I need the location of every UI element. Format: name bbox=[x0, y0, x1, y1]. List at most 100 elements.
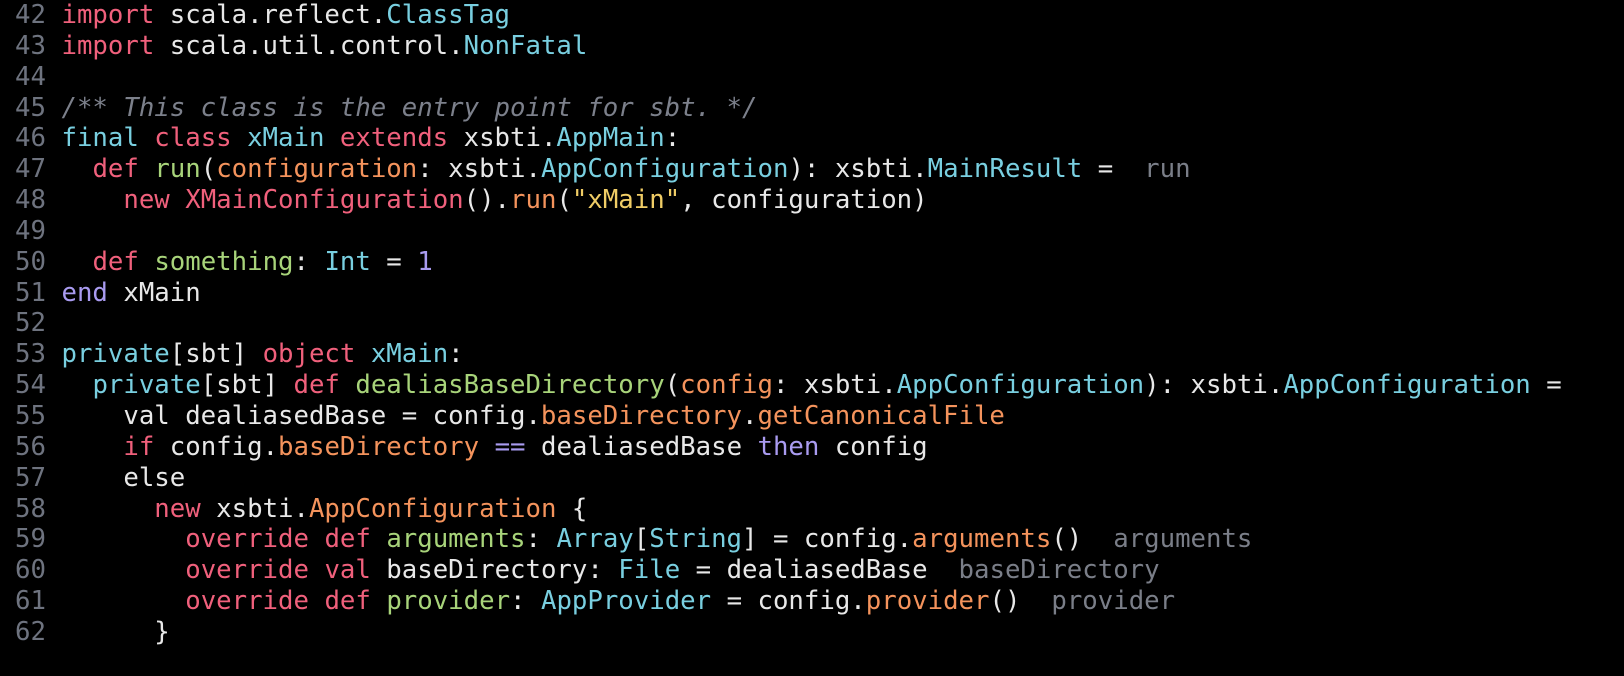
code-token bbox=[62, 586, 186, 616]
code-token: provider bbox=[865, 586, 990, 617]
line-content[interactable]: override def arguments: Array[String] = … bbox=[62, 524, 1252, 555]
code-token bbox=[62, 247, 93, 277]
line-number: 61 bbox=[15, 586, 46, 617]
code-token: [sbt] bbox=[169, 339, 263, 370]
code-line[interactable]: 62 } bbox=[0, 617, 1624, 648]
code-token: arguments bbox=[386, 524, 526, 555]
code-token: ] = config. bbox=[742, 524, 913, 555]
code-line[interactable]: 54 private[sbt] def dealiasBaseDirectory… bbox=[0, 370, 1624, 401]
code-token: AppConfiguration bbox=[308, 493, 557, 524]
line-content[interactable]: new xsbti.AppConfiguration { bbox=[62, 493, 587, 525]
code-token: : bbox=[510, 586, 541, 617]
inlay-hint: baseDirectory bbox=[927, 555, 1160, 586]
code-token: val dealiasedBase = config. bbox=[61, 400, 541, 431]
code-token: = bbox=[370, 246, 418, 277]
code-line[interactable]: 49 bbox=[0, 216, 1624, 247]
code-line[interactable]: 53 private[sbt] object xMain: bbox=[0, 339, 1624, 370]
code-line[interactable]: 55 val dealiasedBase = config.baseDirect… bbox=[0, 401, 1624, 432]
code-token bbox=[139, 123, 154, 153]
code-token: ( bbox=[556, 185, 572, 216]
code-token: = bbox=[1530, 370, 1562, 401]
line-number: 57 bbox=[15, 462, 46, 493]
code-line[interactable]: 45/** This class is the entry point for … bbox=[0, 93, 1624, 124]
line-content[interactable]: override val baseDirectory: File = deali… bbox=[62, 555, 1160, 586]
line-number: 53 bbox=[15, 339, 46, 370]
code-token: config. bbox=[154, 431, 279, 462]
code-token: , configuration) bbox=[680, 185, 928, 216]
code-token: class bbox=[154, 123, 232, 154]
code-token: String bbox=[649, 524, 743, 555]
code-token: def bbox=[324, 524, 371, 555]
line-content[interactable]: private[sbt] object xMain: bbox=[62, 339, 464, 370]
code-token bbox=[62, 185, 124, 215]
code-token: AppProvider bbox=[540, 586, 712, 617]
code-token: XMainConfiguration bbox=[185, 185, 464, 216]
code-line[interactable]: 44 bbox=[0, 62, 1624, 93]
code-line[interactable]: 50 def something: Int = 1 bbox=[0, 247, 1624, 278]
code-token: ): xsbti. bbox=[1144, 370, 1284, 401]
line-content[interactable]: private[sbt] def dealiasBaseDirectory(co… bbox=[62, 370, 1562, 401]
code-token: () bbox=[1051, 524, 1083, 555]
line-content[interactable]: override def provider: AppProvider = con… bbox=[62, 586, 1176, 617]
line-content[interactable]: else bbox=[62, 463, 185, 494]
code-token: : bbox=[664, 123, 681, 154]
line-content[interactable]: def run(configuration: xsbti.AppConfigur… bbox=[62, 154, 1190, 185]
line-content[interactable]: end xMain bbox=[62, 278, 201, 309]
code-token: config bbox=[680, 370, 773, 401]
code-token bbox=[309, 586, 324, 616]
code-token: override bbox=[185, 555, 309, 586]
code-token: then bbox=[757, 431, 820, 462]
code-line[interactable]: 59 override def arguments: Array[String]… bbox=[0, 524, 1624, 555]
line-content[interactable]: new XMainConfiguration().run("xMain", co… bbox=[62, 185, 928, 216]
code-line[interactable]: 57 else bbox=[0, 463, 1624, 494]
line-content[interactable]: import scala.reflect.ClassTag bbox=[62, 0, 511, 31]
code-token: xMain bbox=[107, 277, 201, 308]
code-line[interactable]: 47 def run(configuration: xsbti.AppConfi… bbox=[0, 154, 1624, 185]
code-token: "xMain" bbox=[571, 185, 681, 216]
code-line[interactable]: 61 override def provider: AppProvider = … bbox=[0, 586, 1624, 617]
line-number: 59 bbox=[15, 524, 46, 555]
code-token: object bbox=[262, 339, 356, 370]
code-token: xsbti. bbox=[448, 123, 557, 154]
code-token bbox=[309, 524, 324, 554]
line-content[interactable]: val dealiasedBase = config.baseDirectory… bbox=[62, 401, 1005, 432]
code-token: def bbox=[293, 370, 340, 401]
code-token: MainResult bbox=[927, 154, 1083, 185]
code-line[interactable]: 56 if config.baseDirectory == dealiasedB… bbox=[0, 432, 1624, 463]
code-token: val bbox=[324, 555, 371, 586]
line-content[interactable]: import scala.util.control.NonFatal bbox=[62, 31, 588, 62]
code-token: def bbox=[92, 246, 139, 277]
code-line[interactable]: 48 new XMainConfiguration().run("xMain",… bbox=[0, 185, 1624, 216]
line-content[interactable]: if config.baseDirectory == dealiasedBase… bbox=[62, 431, 927, 463]
code-token: xsbti. bbox=[200, 493, 309, 524]
inlay-hint: provider bbox=[1020, 586, 1176, 617]
line-number: 47 bbox=[15, 154, 46, 185]
code-token: private bbox=[61, 339, 170, 370]
code-token: ): xsbti. bbox=[788, 154, 928, 185]
line-content[interactable]: def something: Int = 1 bbox=[62, 246, 432, 278]
line-number: 54 bbox=[15, 370, 46, 401]
code-token bbox=[371, 524, 386, 554]
code-line[interactable]: 58 new xsbti.AppConfiguration { bbox=[0, 494, 1624, 525]
code-token: baseDirectory bbox=[540, 400, 742, 431]
code-line[interactable]: 52 bbox=[0, 308, 1624, 339]
code-line[interactable]: 60 override val baseDirectory: File = de… bbox=[0, 555, 1624, 586]
line-content[interactable]: } bbox=[62, 617, 169, 648]
code-token: end bbox=[61, 277, 108, 308]
code-token: if bbox=[123, 431, 155, 462]
code-token: AppMain bbox=[556, 123, 665, 154]
code-token bbox=[355, 339, 370, 369]
line-number: 50 bbox=[15, 246, 46, 277]
code-token bbox=[309, 555, 324, 585]
line-content[interactable]: final class xMain extends xsbti.AppMain: bbox=[62, 123, 681, 154]
code-token: def bbox=[324, 586, 371, 617]
comment-token: /** This class is the entry point for sb… bbox=[61, 92, 758, 123]
line-content[interactable]: /** This class is the entry point for sb… bbox=[62, 93, 758, 124]
code-token: baseDirectory: bbox=[370, 555, 619, 586]
code-token: ClassTag bbox=[386, 0, 511, 30]
